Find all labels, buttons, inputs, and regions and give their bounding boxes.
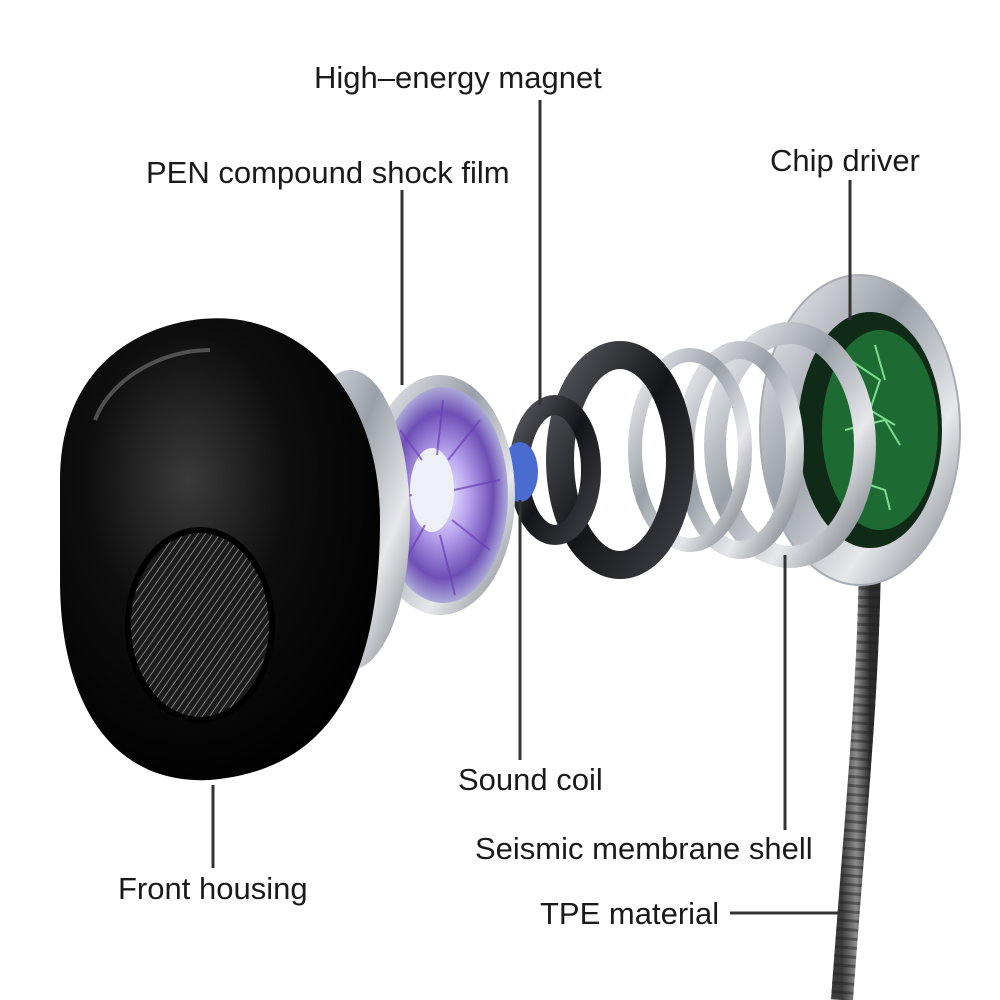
dark-spacer-ring bbox=[546, 341, 694, 579]
label-chip-driver: Chip driver bbox=[770, 143, 920, 178]
label-high-energy-magnet: High–energy magnet bbox=[314, 60, 602, 95]
label-front-housing: Front housing bbox=[118, 871, 308, 906]
label-sound-coil: Sound coil bbox=[458, 762, 603, 797]
front-mesh-grille bbox=[125, 527, 275, 723]
label-pen-film: PEN compound shock film bbox=[146, 155, 510, 190]
label-seismic-shell: Seismic membrane shell bbox=[475, 831, 813, 866]
label-tpe-material: TPE material bbox=[540, 896, 720, 931]
seismic-membrane-shell bbox=[628, 322, 876, 568]
leader-lines bbox=[211, 100, 852, 915]
tpe-cable-texture bbox=[831, 559, 881, 1000]
tpe-cable bbox=[831, 559, 881, 1000]
front-housing bbox=[60, 318, 410, 781]
